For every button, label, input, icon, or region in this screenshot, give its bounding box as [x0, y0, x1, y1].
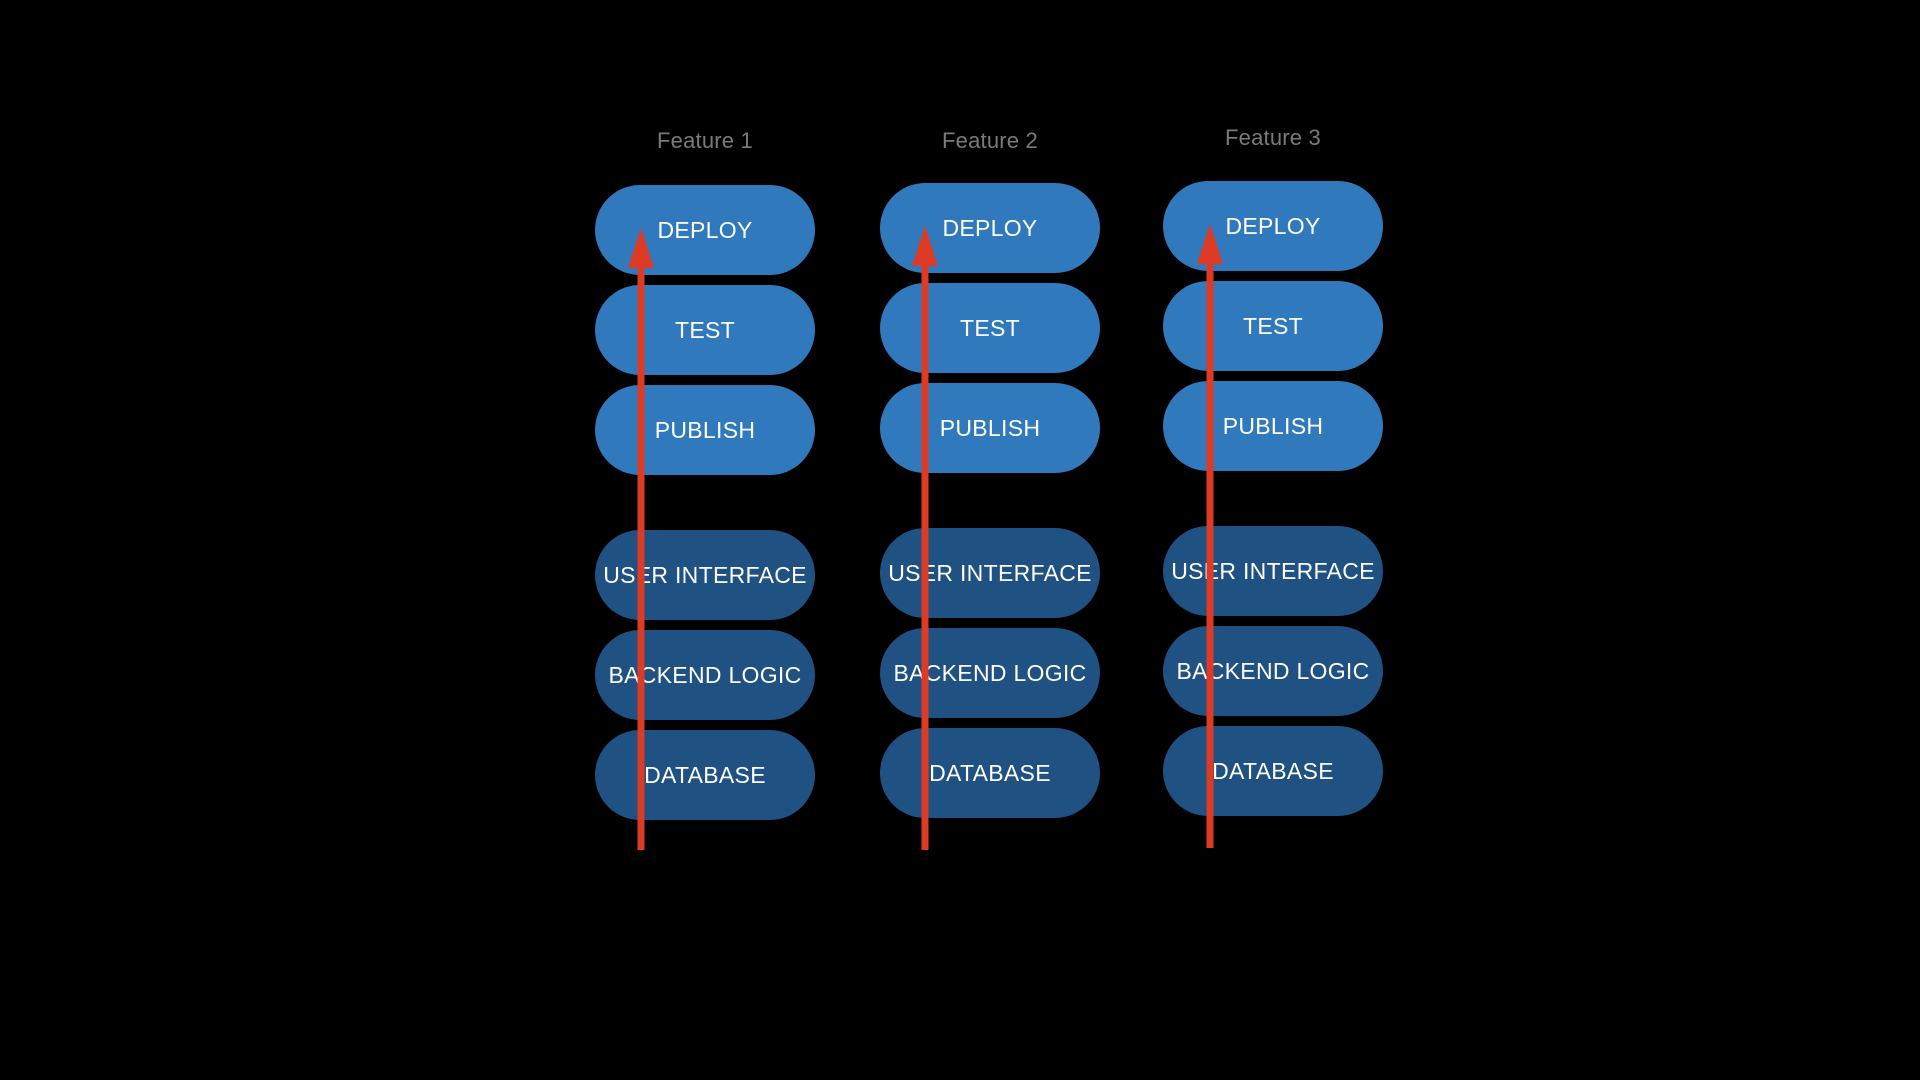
stage-pill[interactable]: DEPLOY [1163, 181, 1383, 271]
stage-pill[interactable]: DATABASE [595, 730, 815, 820]
stage-pill[interactable]: DEPLOY [595, 185, 815, 275]
stage-pill[interactable]: TEST [1163, 281, 1383, 371]
stage-pill[interactable]: BACKEND LOGIC [1163, 626, 1383, 716]
stage-pill[interactable]: TEST [880, 283, 1100, 373]
stage-pill[interactable]: USER INTERFACE [1163, 526, 1383, 616]
column-header-1: Feature 1 [657, 128, 753, 153]
stage-pill[interactable]: PUBLISH [880, 383, 1100, 473]
stage-pill[interactable]: USER INTERFACE [880, 528, 1100, 618]
stage-pill[interactable]: BACKEND LOGIC [595, 630, 815, 720]
pipeline-stage-stack: DEPLOY TEST PUBLISH USER INTERFACE BACKEND L… [880, 183, 1100, 818]
column-header-3: Feature 3 [1225, 125, 1321, 150]
stage-pill[interactable]: DEPLOY [880, 183, 1100, 273]
stage-pill[interactable]: DATABASE [1163, 726, 1383, 816]
column-header-2: Feature 2 [942, 128, 1038, 153]
pipeline-stage-stack: DEPLOY TEST PUBLISH USER INTERFACE BACKEND L… [595, 185, 815, 820]
stage-pill[interactable]: PUBLISH [595, 385, 815, 475]
pipeline-stage-stack: DEPLOY TEST PUBLISH USER INTERFACE BACKEND L… [1163, 181, 1383, 816]
stage-pill[interactable]: USER INTERFACE [595, 530, 815, 620]
stage-pill[interactable]: PUBLISH [1163, 381, 1383, 471]
stage-pill[interactable]: DATABASE [880, 728, 1100, 818]
stage-pill[interactable]: TEST [595, 285, 815, 375]
stage-pill[interactable]: BACKEND LOGIC [880, 628, 1100, 718]
